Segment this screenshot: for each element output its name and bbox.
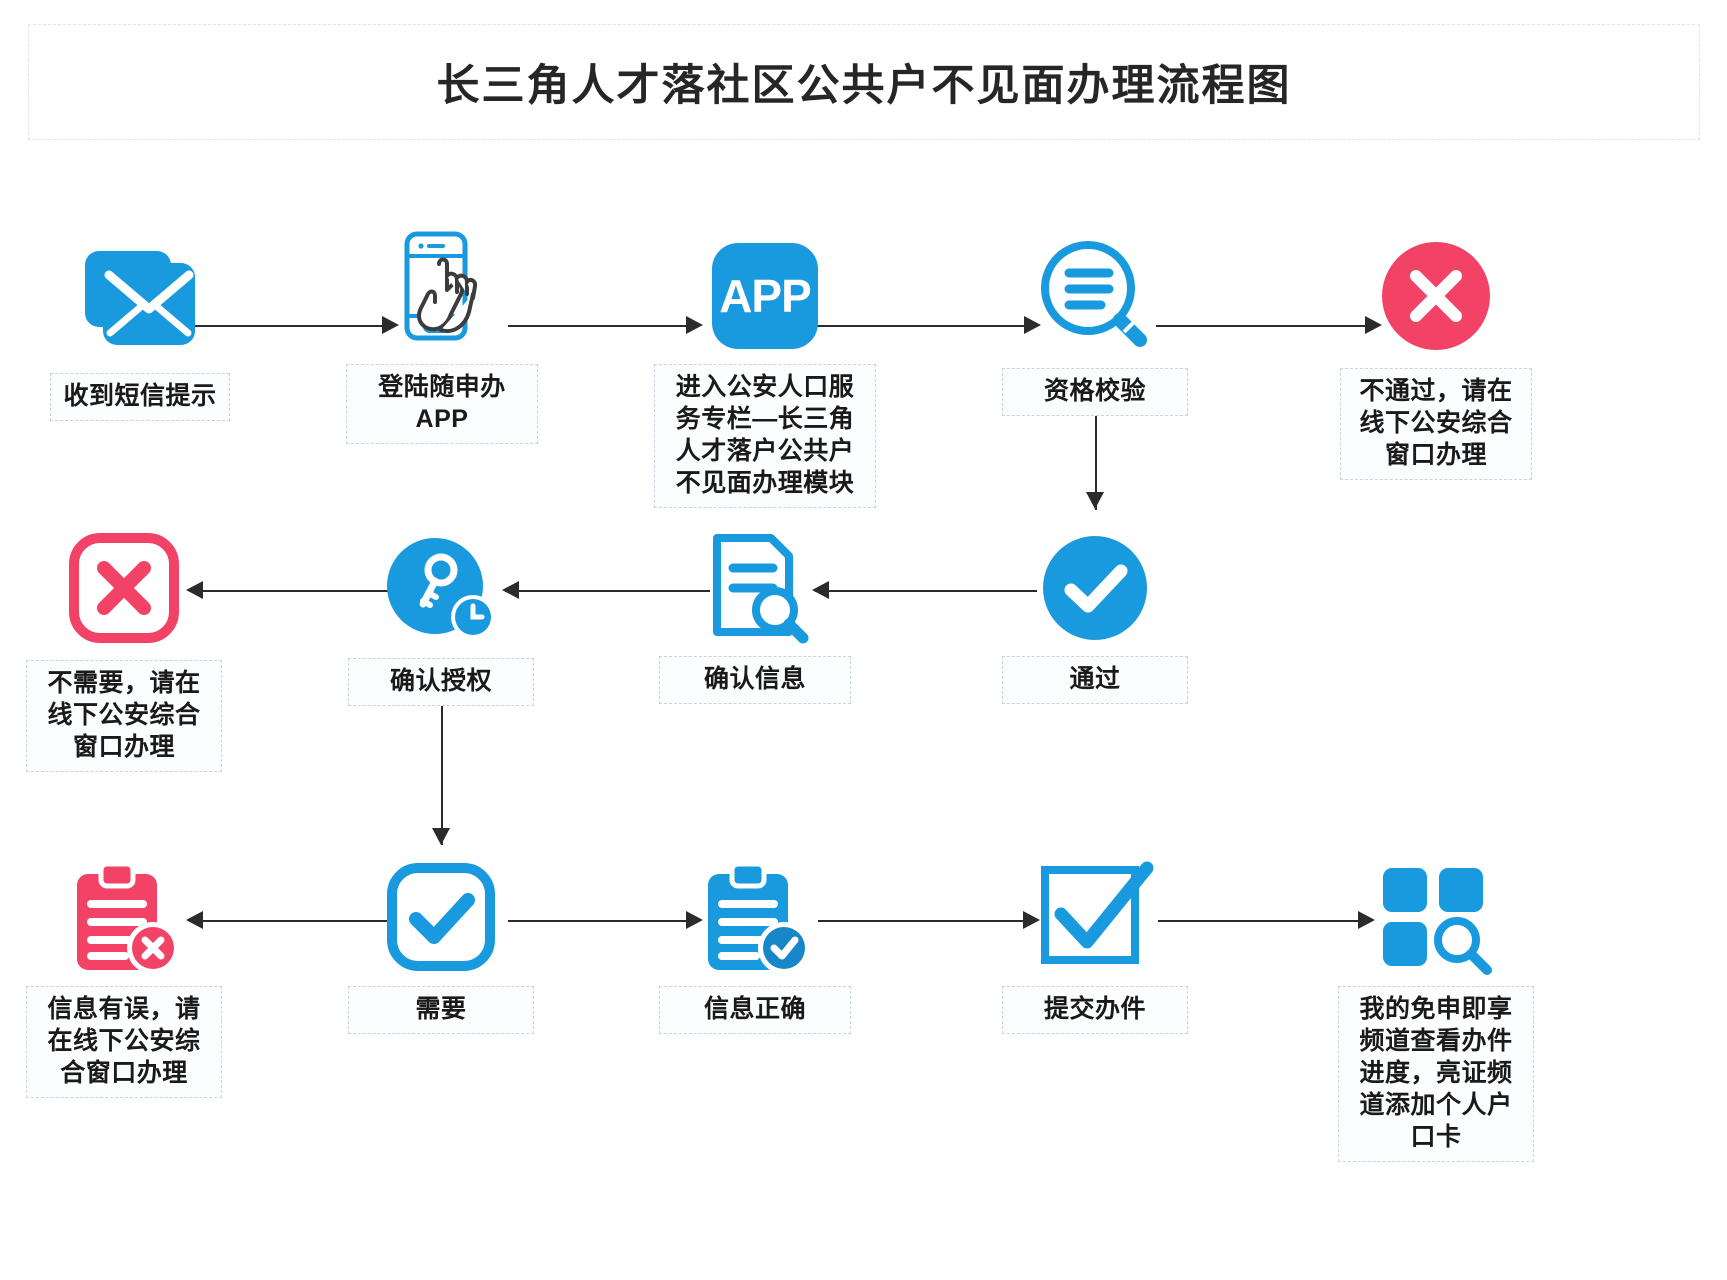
node-label-enter-module: 进入公安人口服 务专栏—长三角 人才落户公共户 不见面办理模块 [654,364,876,508]
node-label-info-wrong: 信息有误，请 在线下公安综 合窗口办理 [26,986,222,1098]
arrowhead-n12-n13 [1023,911,1040,929]
arrowhead-n13-n14 [1358,911,1375,929]
edge-n6-n7 [815,590,1037,592]
node-info-correct[interactable]: 信息正确 [655,861,855,1034]
node-label-check-failed: 不通过，请在 线下公安综合 窗口办理 [1340,368,1532,480]
edge-n4-n6 [1095,400,1097,510]
node-check-failed[interactable]: 不通过，请在 线下公安综合 窗口办理 [1330,240,1542,480]
page-title: 长三角人才落社区公共户不见面办理流程图 [436,62,1292,110]
arrowhead-n3-n4 [1024,316,1041,334]
blue-circle-check-icon [1041,534,1149,642]
node-label-confirm-authorization: 确认授权 [348,658,534,706]
node-my-channel[interactable]: 我的免申即享 频道查看办件 进度，亮证频 道添加个人户 口卡 [1330,862,1542,1162]
arrowhead-n4-n6 [1086,492,1104,509]
arrowhead-n6-n7 [812,581,829,599]
edge-n8-n9 [190,590,395,592]
blue-square-check-icon [386,862,496,972]
phone-tap-icon [381,228,503,350]
node-label-receive-sms: 收到短信提示 [50,373,230,421]
node-label-qualification-check: 资格校验 [1002,368,1188,416]
node-submit-application[interactable]: 提交办件 [1000,861,1190,1034]
node-not-needed[interactable]: 不需要，请在 线下公安综合 窗口办理 [18,532,230,772]
edge-n3-n4 [815,325,1037,327]
node-label-check-passed: 通过 [1002,656,1188,704]
node-confirm-info[interactable]: 确认信息 [655,530,855,704]
envelope-icon [81,245,199,355]
edge-n1-n2 [190,325,395,327]
key-clock-icon [385,536,497,644]
red-circle-x-icon [1380,240,1492,352]
node-receive-sms[interactable]: 收到短信提示 [20,245,260,421]
svg-text:APP: APP [719,270,811,322]
node-label-login-app: 登陆随申办 APP [346,364,538,444]
node-label-not-needed: 不需要，请在 线下公安综合 窗口办理 [26,660,222,772]
node-login-app[interactable]: 登陆随申办 APP [336,228,548,444]
app-tile-icon: APP [709,240,821,352]
edge-n12-n13 [818,920,1033,922]
arrowhead-n8-n9 [186,581,203,599]
edge-n2-n3 [508,325,698,327]
edge-n13-n14 [1158,920,1370,922]
arrowhead-n8-n10 [432,828,450,845]
arrowhead-n1-n2 [382,316,399,334]
blue-clipboard-check-icon [696,861,814,974]
node-label-needed: 需要 [348,986,534,1034]
page-title-box: 长三角人才落社区公共户不见面办理流程图 [28,24,1700,140]
edge-n10-n12 [508,920,698,922]
node-label-info-correct: 信息正确 [659,986,851,1034]
arrowhead-n7-n8 [502,581,519,599]
grid-search-icon [1377,862,1495,975]
arrowhead-n4-n5 [1365,316,1382,334]
node-label-my-channel: 我的免申即享 频道查看办件 进度，亮证频 道添加个人户 口卡 [1338,986,1534,1162]
edge-n10-n11 [190,920,395,922]
doc-magnifier-icon [699,530,811,644]
node-confirm-authorization[interactable]: 确认授权 [340,536,542,706]
edge-n8-n10 [441,690,443,845]
magnifier-list-icon [1036,236,1154,354]
arrowhead-n10-n11 [186,911,203,929]
node-qualification-check[interactable]: 资格校验 [1000,236,1190,416]
node-info-wrong[interactable]: 信息有误，请 在线下公安综 合窗口办理 [18,861,230,1098]
arrowhead-n10-n12 [686,911,703,929]
node-enter-module[interactable]: APP 进入公安人口服 务专栏—长三角 人才落户公共户 不见面办理模块 [650,240,880,508]
node-label-confirm-info: 确认信息 [659,656,851,704]
edge-n4-n5 [1156,325,1378,327]
node-needed[interactable]: 需要 [340,862,542,1034]
arrowhead-n2-n3 [686,316,703,334]
red-clipboard-x-icon [65,861,183,974]
checkbox-check-icon [1037,861,1154,972]
node-label-submit-application: 提交办件 [1002,986,1188,1034]
edge-n7-n8 [505,590,710,592]
node-check-passed[interactable]: 通过 [1000,534,1190,704]
red-square-x-icon [68,532,180,644]
